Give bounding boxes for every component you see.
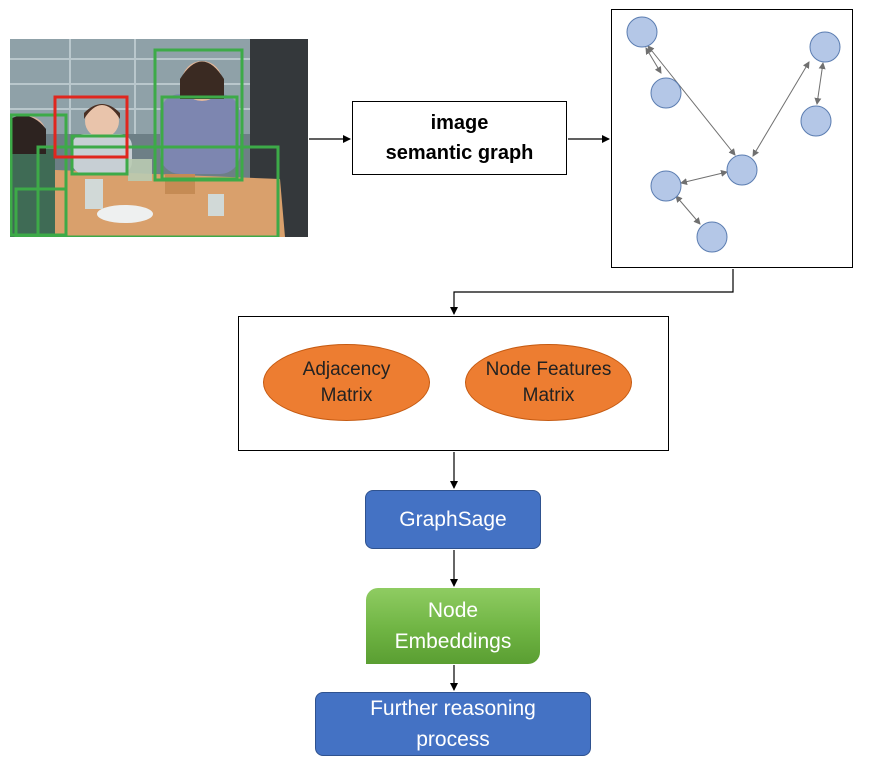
graph-node-2 — [650, 77, 682, 109]
detection-box-5 — [14, 187, 68, 237]
features-line2: Matrix — [522, 384, 575, 406]
photo-girl-right-body — [160, 94, 240, 174]
further-line1: Further reasoning — [370, 697, 536, 720]
graph-node-7 — [696, 221, 728, 253]
detection-box-3 — [36, 145, 280, 237]
node-features-matrix-ellipse: Node Features Matrix — [465, 344, 632, 421]
further-line2: process — [416, 728, 490, 751]
graph-node-6 — [650, 170, 682, 202]
embeddings-line1: Node — [427, 599, 479, 622]
detection-box-2 — [160, 95, 239, 181]
photo-table — [15, 169, 285, 237]
node-embeddings-box: Node Embeddings — [366, 588, 540, 664]
graph-drawing — [626, 16, 841, 253]
matrix-panel: Adjacency Matrix Node Features Matrix — [238, 316, 669, 451]
embeddings-line2: Embeddings — [394, 630, 512, 653]
photo-girl-middle-head — [85, 104, 119, 138]
adjacency-matrix-ellipse: Adjacency Matrix — [263, 344, 430, 421]
semantic-graph-line2: semantic graph — [385, 142, 534, 164]
graph-node-3 — [726, 154, 758, 186]
adjacency-line1: Adjacency — [302, 358, 391, 380]
scene-photo — [10, 39, 308, 237]
graph-node-5 — [800, 105, 832, 137]
detection-box-highlight — [53, 95, 129, 159]
adjacency-line2: Matrix — [320, 384, 373, 406]
semantic-graph-box: image semantic graph — [352, 101, 567, 175]
graph-edge-1 — [645, 47, 662, 74]
photo-girl-middle-body — [72, 134, 132, 174]
arrow-graph-to-matrix — [450, 269, 734, 315]
graph-node-1 — [626, 16, 658, 48]
graph-edge-5 — [680, 169, 728, 186]
graph-edge-4 — [814, 62, 826, 105]
semantic-graph-line1: image — [430, 112, 489, 134]
further-reasoning-box: Further reasoning process — [315, 692, 591, 756]
graph-panel — [611, 9, 853, 268]
graph-node-4 — [809, 31, 841, 63]
graphsage-box: GraphSage — [365, 490, 541, 549]
graphsage-label: GraphSage — [399, 508, 507, 531]
features-line1: Node Features — [485, 358, 612, 380]
graph-edge-2 — [647, 45, 736, 156]
graph-edge-3 — [752, 61, 810, 157]
graph-edge-6 — [675, 195, 701, 225]
